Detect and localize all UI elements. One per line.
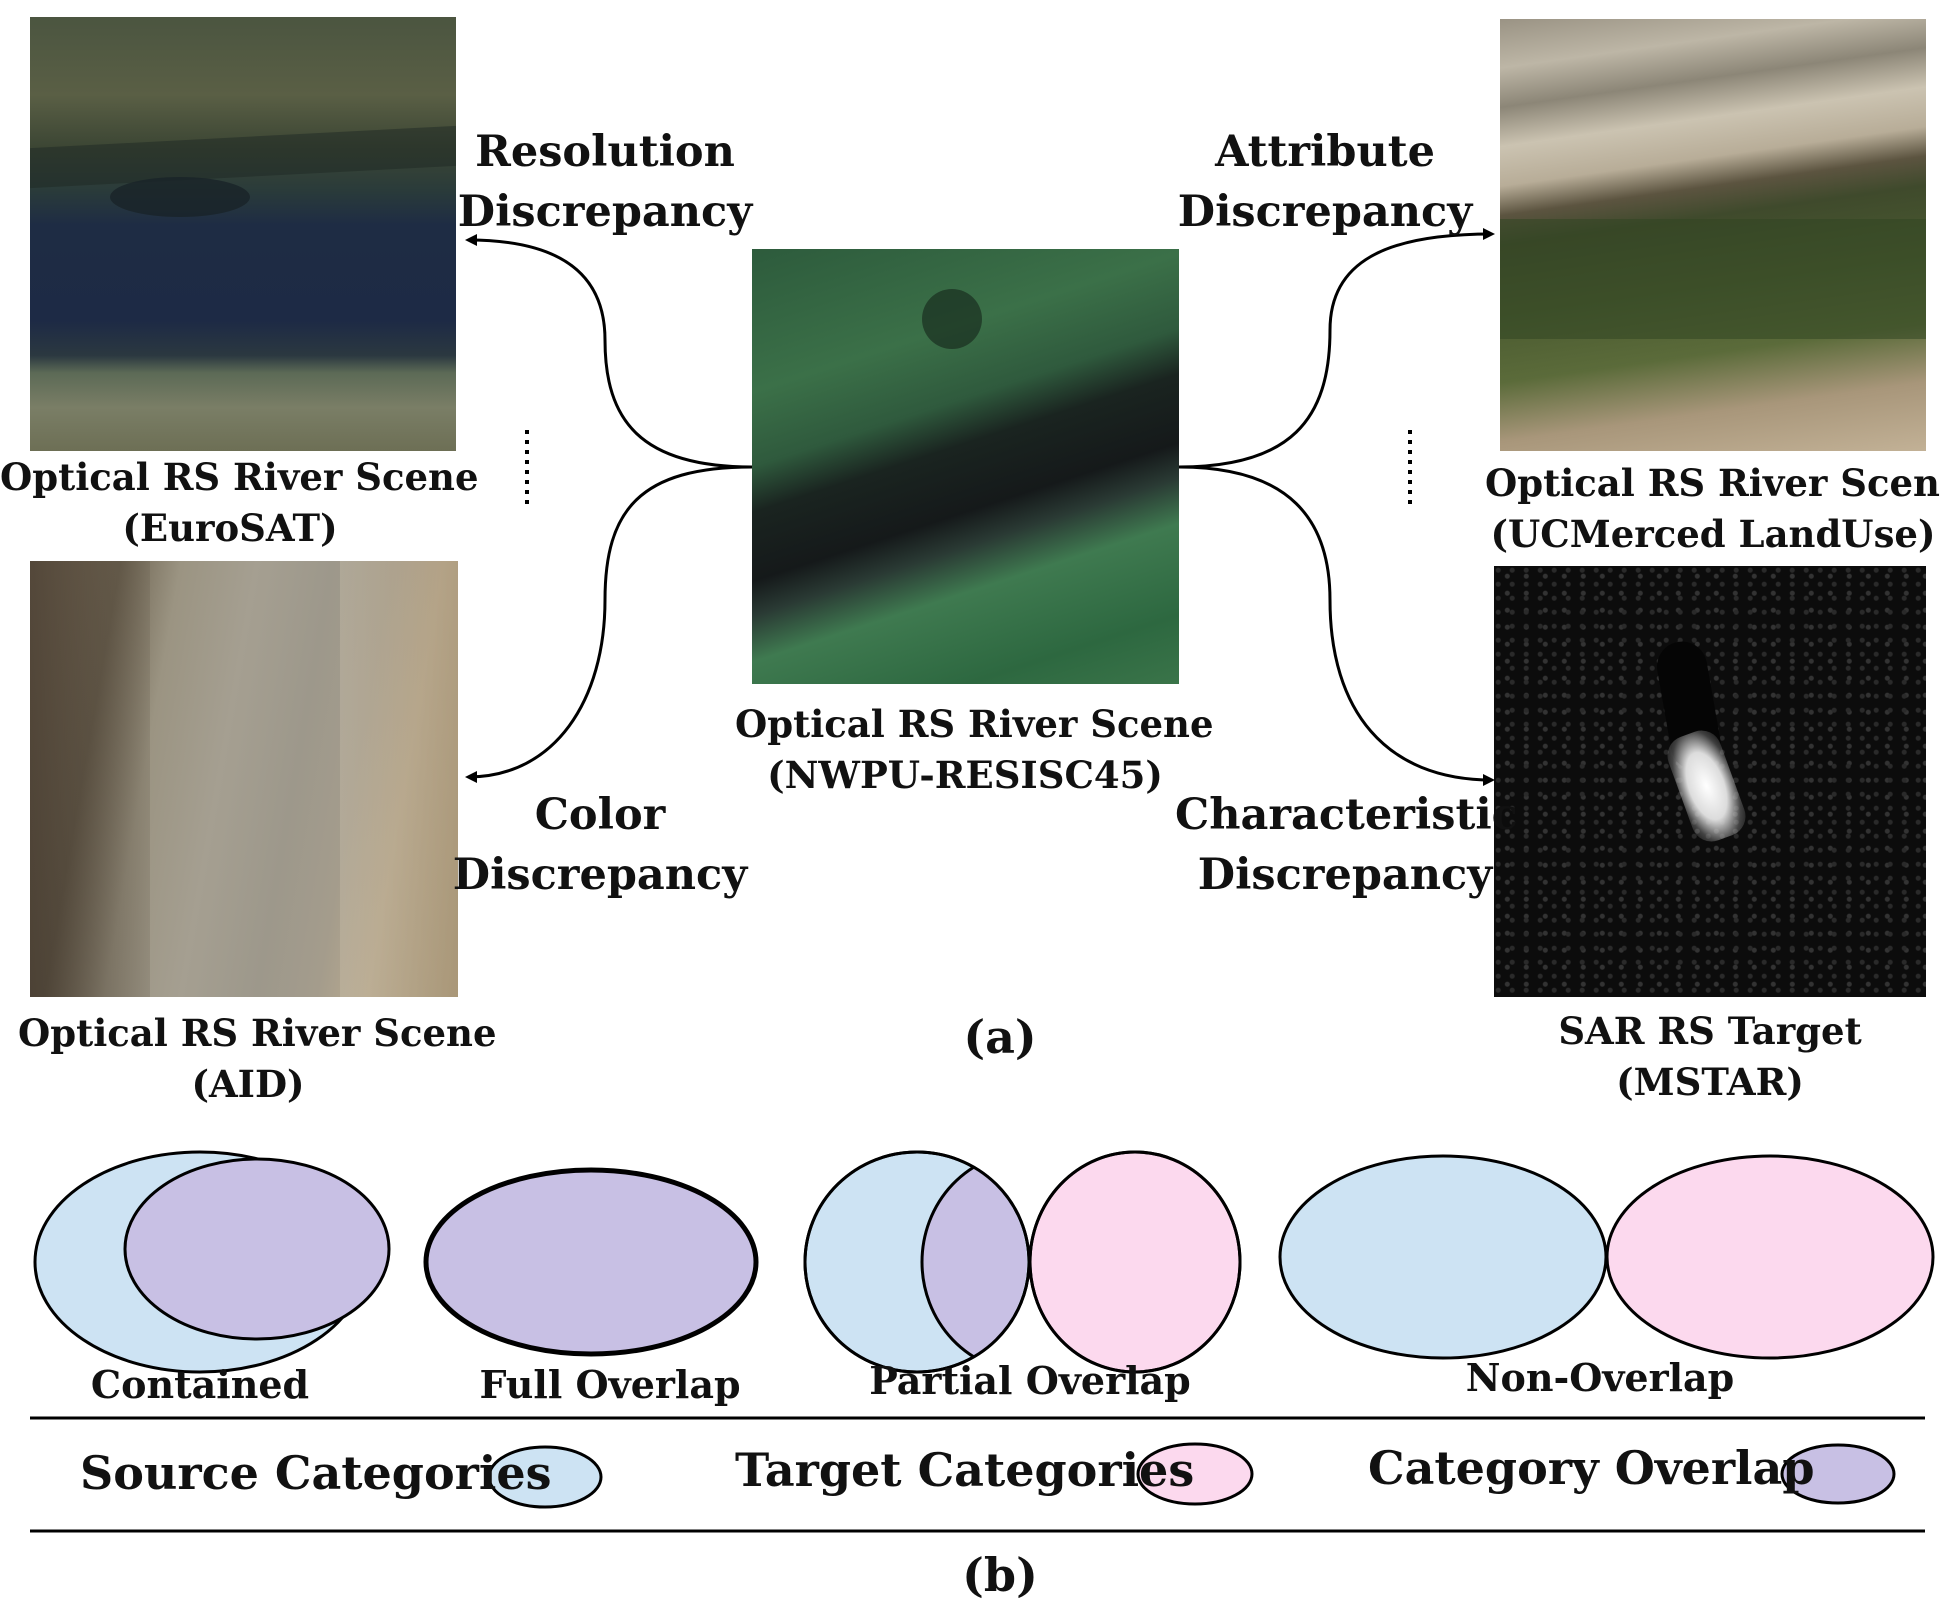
arrow-color: [465, 465, 753, 783]
attribute-discrepancy-label: Attribute Discrepancy: [1177, 127, 1473, 237]
eurosat-caption: Optical RS River Scene (EuroSAT): [0, 455, 479, 550]
panel-a-label: (a): [963, 1010, 1037, 1064]
legend-target-label: Target Categories: [735, 1443, 1195, 1497]
non-overlap-target-ellipse: [1605, 1154, 1935, 1360]
aid-caption: Optical RS River Scene (AID): [18, 1011, 497, 1106]
legend-target-swatch: [1136, 1442, 1254, 1506]
case-partial-overlap-label: Partial Overlap: [869, 1358, 1191, 1403]
resolution-discrepancy-label: Resolution Discrepancy: [457, 127, 753, 237]
color-discrepancy-label: Color Discrepancy: [452, 790, 748, 900]
mstar-sar-image: [1494, 566, 1926, 997]
legend-overlap-swatch: [1780, 1443, 1896, 1505]
eurosat-river-image: [30, 17, 456, 451]
arrow-characteristic: [1178, 465, 1495, 786]
nwpu-river-image: [752, 249, 1179, 684]
ucmerced-river-image: [1500, 19, 1926, 451]
arrow-attribute: [1178, 228, 1495, 469]
arrow-resolution: [465, 234, 753, 469]
full-overlap-ellipse: [423, 1167, 759, 1357]
legend-overlap-label: Category Overlap: [1368, 1441, 1815, 1495]
case-full-overlap-label: Full Overlap: [479, 1362, 741, 1407]
case-non-overlap-label: Non-Overlap: [1465, 1355, 1735, 1400]
nwpu-caption: Optical RS River Scene (NWPU-RESISC45): [735, 702, 1214, 797]
mstar-caption: SAR RS Target (MSTAR): [1558, 1009, 1862, 1104]
aid-river-image: [30, 561, 458, 997]
ucmerced-caption: Optical RS River Scene (UCMerced LandUse…: [1485, 461, 1941, 556]
legend-source-swatch: [487, 1445, 603, 1509]
contained-overlap-ellipse: [123, 1157, 391, 1341]
characteristic-discrepancy-label: Characteristic Discrepancy: [1175, 790, 1518, 900]
legend-source-label: Source Categories: [80, 1446, 552, 1500]
panel-b-label: (b): [962, 1548, 1038, 1602]
partial-overlap-lens: [920, 1152, 1027, 1372]
case-contained-label: Contained: [90, 1362, 310, 1407]
